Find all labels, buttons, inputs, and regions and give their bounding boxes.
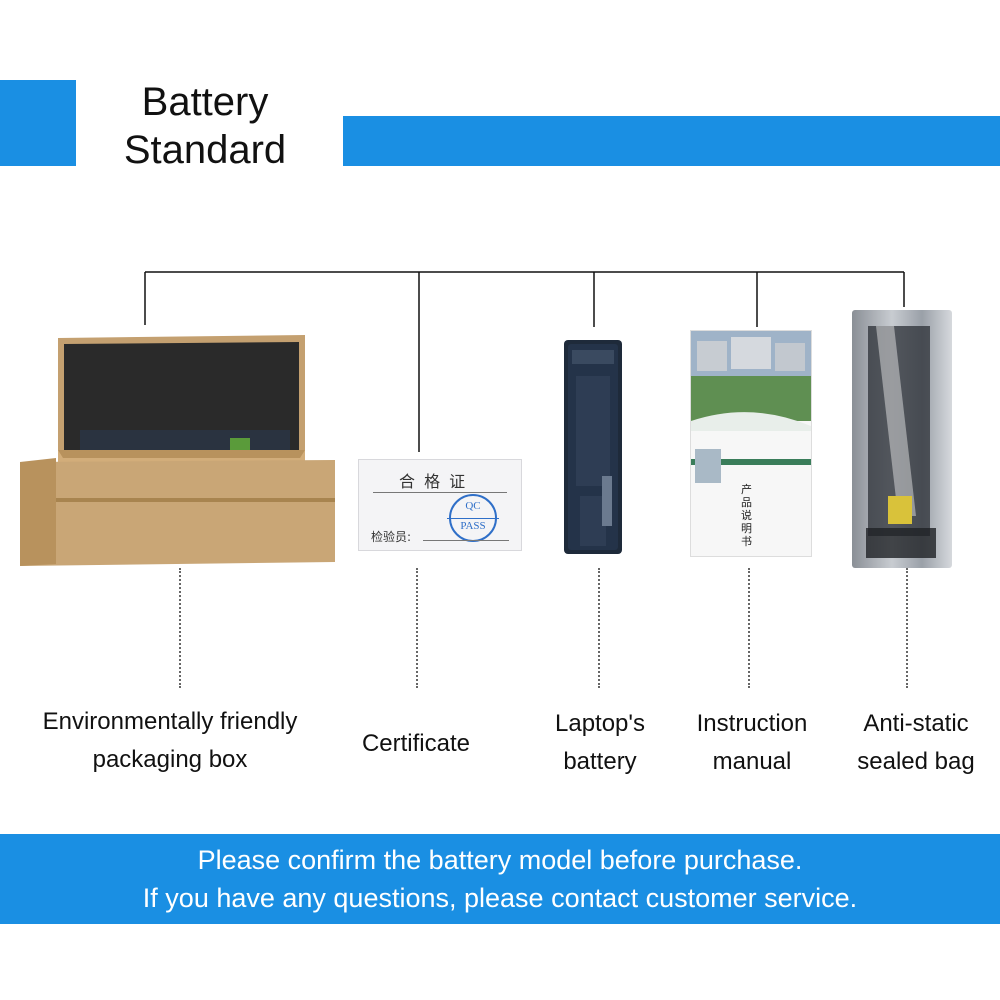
certificate-image: 合 格 证 QC PASS 检验员: <box>358 459 522 551</box>
header-accent-bar-right <box>343 116 1000 166</box>
laptop-battery-image <box>564 340 622 554</box>
page-title: Battery Standard <box>100 78 310 174</box>
notice-banner <box>0 834 1000 924</box>
notice-line-2: If you have any questions, please contac… <box>142 883 858 913</box>
dotted-divider-2 <box>416 568 418 688</box>
manual-cover-text: 产品说明书 <box>741 483 752 548</box>
item-label-laptop-battery: Laptop's battery <box>555 710 645 775</box>
title-line-2: Standard <box>123 128 287 172</box>
item-label-packaging-box: Environmentally friendly packaging box <box>42 708 298 773</box>
item-label-instruction-manual: Instruction manual <box>696 710 808 775</box>
instruction-manual-image: 产品说明书 <box>690 330 812 557</box>
qc-pass-stamp: QC PASS <box>447 494 499 542</box>
certificate-title: 合 格 证 <box>399 472 468 491</box>
item-label-anti-static-bag: Anti-static sealed bag <box>857 710 975 775</box>
inspector-label: 检验员: <box>371 530 412 544</box>
dotted-divider-3 <box>598 568 600 688</box>
item-label-certificate: Certificate <box>361 730 471 757</box>
dotted-divider-1 <box>179 568 181 688</box>
packaging-box-image <box>20 335 335 566</box>
dotted-divider-5 <box>906 568 908 688</box>
title-line-1: Battery <box>141 80 269 124</box>
anti-static-bag-image <box>852 310 952 568</box>
header-accent-block-left <box>0 80 76 166</box>
notice-line-1: Please confirm the battery model before … <box>197 845 803 875</box>
dotted-divider-4 <box>748 568 750 688</box>
